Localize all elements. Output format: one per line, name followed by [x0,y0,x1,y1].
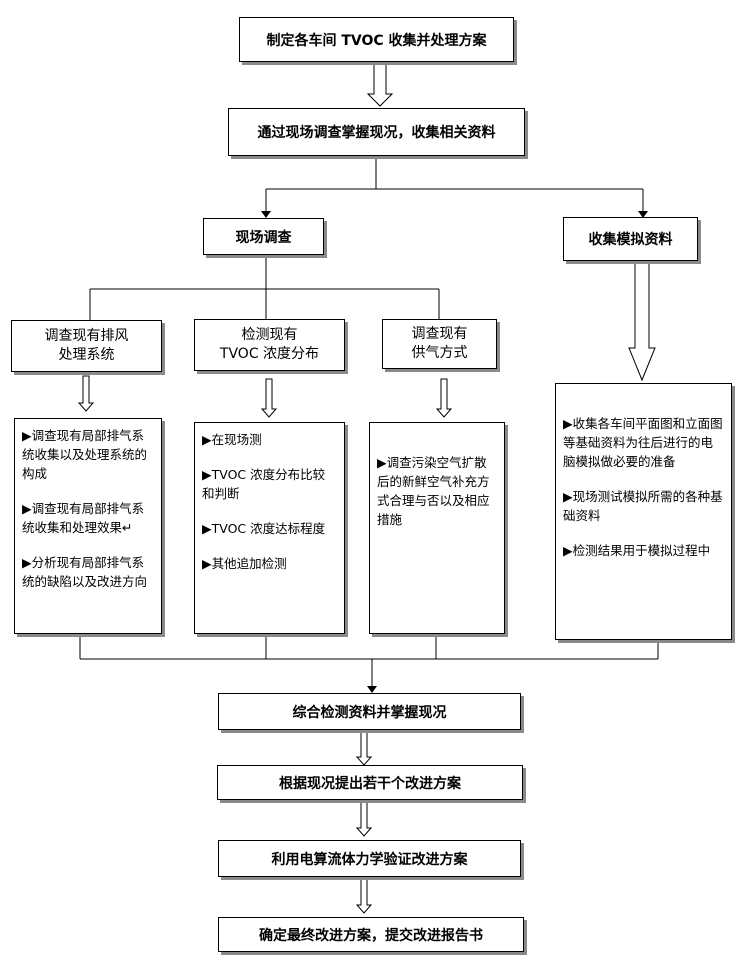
detail-exhaust: ▶调查现有局部排气系统收集以及处理系统的构成 ▶调查现有局部排气系统收集和处理效… [14,418,162,634]
arrowhead-to-field [261,211,271,218]
arrowhead-to-sim [638,211,648,218]
hollow-arrow-5-6 [355,877,373,914]
step-propose-plans: 根据现况提出若干个改进方案 [217,765,523,800]
detail-sim-item: ▶现场测试模拟所需的各种基础资料 [563,489,723,523]
detail-simulation: ▶收集各车间平面图和立面图等基础资料为往后进行的电脑模拟做必要的准备 ▶现场测试… [555,383,732,640]
detail-tvoc-item: ▶在现场测 [202,432,262,447]
sub-exhaust-system: 调查现有排风 处理系统 [11,320,162,372]
hollow-arrow-supply [435,378,453,418]
hollow-arrow-tvoc [260,378,278,418]
sub-air-supply: 调查现有 供气方式 [382,319,497,369]
detail-tvoc-item: ▶TVOC 浓度达标程度 [202,521,326,536]
detail-tvoc: ▶在现场测 ▶TVOC 浓度分布比较和判断 ▶TVOC 浓度达标程度 ▶其他追加… [194,422,345,634]
detail-exhaust-item: ▶调查现有局部排气系统收集和处理效果↵ [22,501,145,535]
connector-merge [79,634,659,687]
detail-tvoc-item: ▶TVOC 浓度分布比较和判断 [202,467,326,501]
detail-supply-item: ▶调查污染空气扩散后的新鲜空气补充方式合理与否以及相应措施 [377,455,490,527]
step-field-survey-collect: 通过现场调查掌握现况，收集相关资料 [228,108,525,156]
sub-exhaust-line2: 处理系统 [58,347,115,363]
sub-exhaust-line1: 调查现有排风 [44,328,129,344]
detail-sim-item: ▶检测结果用于模拟过程中 [563,543,711,558]
detail-exhaust-item: ▶调查现有局部排气系统收集以及处理系统的构成 [22,428,148,481]
sub-tvoc-line2: TVOC 浓度分布 [219,346,320,362]
detail-exhaust-item: ▶分析现有局部排气系统的缺陷以及改进方向 [22,555,148,589]
hollow-arrow-sim [628,261,656,382]
step-final-report: 确定最终改进方案，提交改进报告书 [218,917,524,952]
sub-supply-line2: 供气方式 [411,345,468,361]
hollow-arrow-exhaust [77,375,95,412]
branch-field-survey: 现场调查 [203,218,324,255]
sub-tvoc-line1: 检测现有 [241,327,298,343]
connector-field-split [89,255,440,320]
step-define-plan: 制定各车间 TVOC 收集并处理方案 [239,17,514,62]
arrowhead-to-step3 [367,686,377,693]
hollow-arrow-4-5 [355,800,373,837]
hollow-arrow-3-4 [355,730,373,766]
detail-tvoc-item: ▶其他追加检测 [202,556,287,571]
detail-sim-item: ▶收集各车间平面图和立面图等基础资料为往后进行的电脑模拟做必要的准备 [563,416,723,469]
hollow-arrow-1 [366,61,394,107]
branch-collect-simulation: 收集模拟资料 [563,217,698,261]
step-cfd-verify: 利用电算流体力学验证改进方案 [218,840,521,877]
step-integrate-data: 综合检测资料并掌握现况 [218,693,521,730]
sub-tvoc-distribution: 检测现有 TVOC 浓度分布 [194,319,345,371]
sub-supply-line1: 调查现有 [411,326,468,342]
connector-step2-split [265,156,644,212]
detail-air-supply: ▶调查污染空气扩散后的新鲜空气补充方式合理与否以及相应措施 [369,422,505,634]
